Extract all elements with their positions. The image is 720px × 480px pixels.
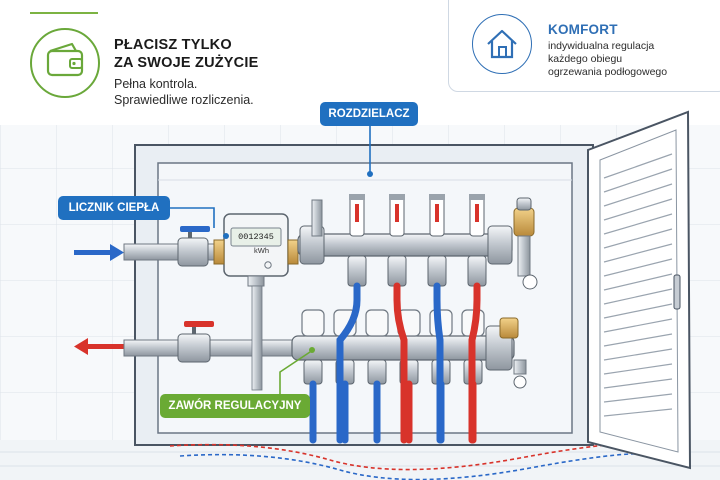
heat-meter-label: LICZNIK CIEPŁA	[58, 196, 170, 220]
callout-leaders	[170, 126, 373, 398]
meter-sensor-pipe	[251, 285, 263, 391]
comfort-line-2: każdego obiegu	[548, 53, 623, 65]
house-icon	[472, 14, 532, 74]
flow-meters	[349, 194, 485, 237]
billing-title-line-2: ZA SWOJE ZUŻYCIE	[114, 55, 259, 71]
floor	[0, 440, 720, 480]
return-arrow-icon	[74, 338, 124, 355]
meter-unit: kWh	[254, 246, 269, 255]
comfort-line-3: ogrzewania podłogowego	[548, 66, 668, 78]
billing-title: PŁACISZ TYLKO ZA SWOJE ZUŻYCIE	[114, 36, 294, 72]
supply-arrow-icon	[74, 244, 124, 261]
manifold-bracket-left	[311, 199, 323, 237]
wallet-icon	[30, 28, 100, 98]
manifold-label: ROZDZIELACZ	[320, 102, 418, 126]
heat-meter	[213, 213, 299, 287]
air-vent-bottom	[499, 317, 527, 389]
valve-caps	[301, 309, 485, 337]
control-valve-label: ZAWÓR REGULACYJNY	[160, 394, 310, 418]
supply-ball-valve	[177, 226, 210, 267]
underfloor-loops	[169, 442, 661, 480]
cabinet-interior	[157, 162, 573, 434]
door-louvers	[603, 153, 673, 417]
return-ball-valve	[177, 321, 214, 363]
door-handle	[673, 274, 681, 310]
billing-subtitle: Pełna kontrola. Sprawiedliwe rozliczenia…	[114, 76, 304, 108]
billing-subtitle-line-1: Pełna kontrola.	[114, 77, 198, 91]
supply-manifold-bar	[297, 233, 513, 257]
meter-reading: 0012345	[238, 232, 274, 242]
air-vent-top	[513, 197, 538, 290]
billing-subtitle-line-2: Sprawiedliwe rozliczenia.	[114, 93, 254, 107]
loop-pipes-supply	[336, 282, 481, 444]
comfort-description: indywidualna regulacja każdego obiegu og…	[548, 40, 708, 79]
billing-title-line-1: PŁACISZ TYLKO	[114, 37, 232, 53]
accent-rule	[30, 12, 98, 14]
comfort-line-1: indywidualna regulacja	[548, 40, 655, 52]
comfort-title: KOMFORT	[548, 22, 618, 37]
loop-pipes-return	[309, 380, 477, 444]
